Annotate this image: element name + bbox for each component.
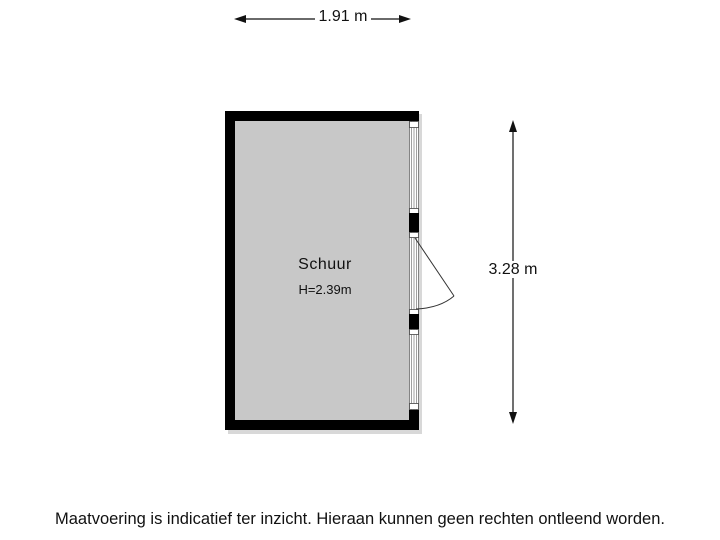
wall-pillar-upper xyxy=(409,213,419,232)
window-strip xyxy=(409,121,419,420)
disclaimer-text: Maatvoering is indicatief ter inzicht. H… xyxy=(55,510,665,528)
height-dimension-text: 3.28 m xyxy=(486,261,540,278)
width-dimension-label: 1.91 m xyxy=(0,8,720,26)
height-dimension-label: 3.28 m xyxy=(470,261,556,279)
width-dimension-text: 1.91 m xyxy=(314,8,372,25)
wall-corner xyxy=(409,410,419,420)
room-floor xyxy=(235,121,409,420)
door-swing[interactable] xyxy=(414,237,455,310)
room-name-label: Schuur xyxy=(298,256,352,273)
room-height-label: H=2.39m xyxy=(298,282,352,297)
wall-pillar-lower xyxy=(409,314,419,329)
